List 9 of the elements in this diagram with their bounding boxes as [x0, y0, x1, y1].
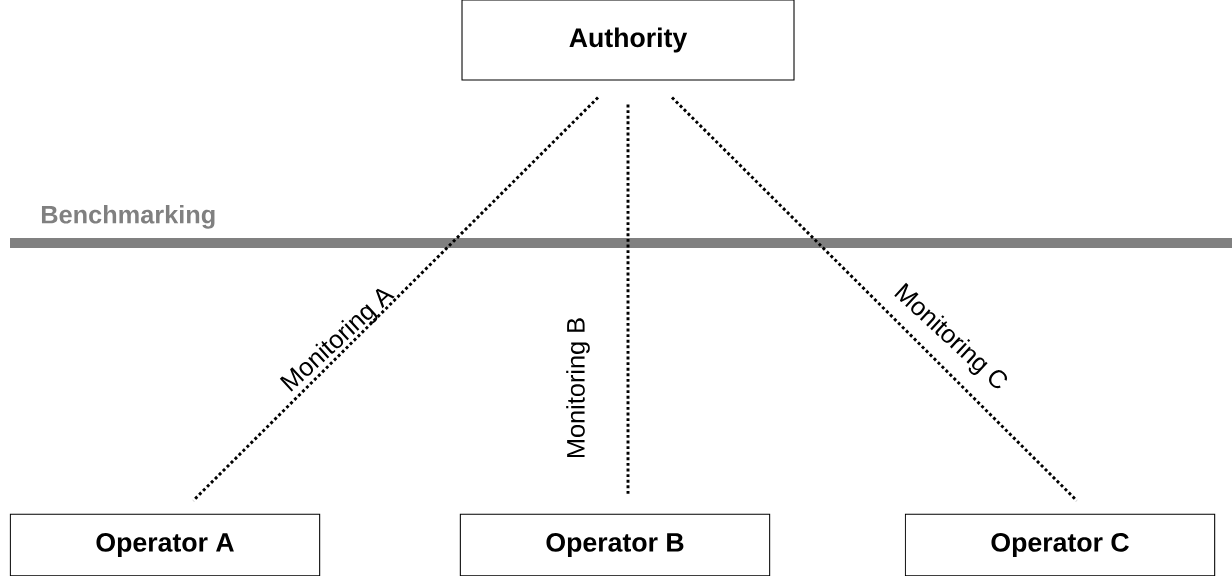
dotted-line: [670, 96, 1078, 502]
box: Operator C: [904, 513, 1216, 576]
edge-label: Monitoring B: [566, 318, 590, 458]
dotted-line: [626, 104, 630, 496]
box: Operator A: [9, 513, 321, 576]
box: Operator B: [459, 513, 771, 576]
line-label: Benchmarking: [41, 205, 215, 229]
dotted-line: [192, 96, 600, 502]
box: Authority: [461, 0, 795, 81]
